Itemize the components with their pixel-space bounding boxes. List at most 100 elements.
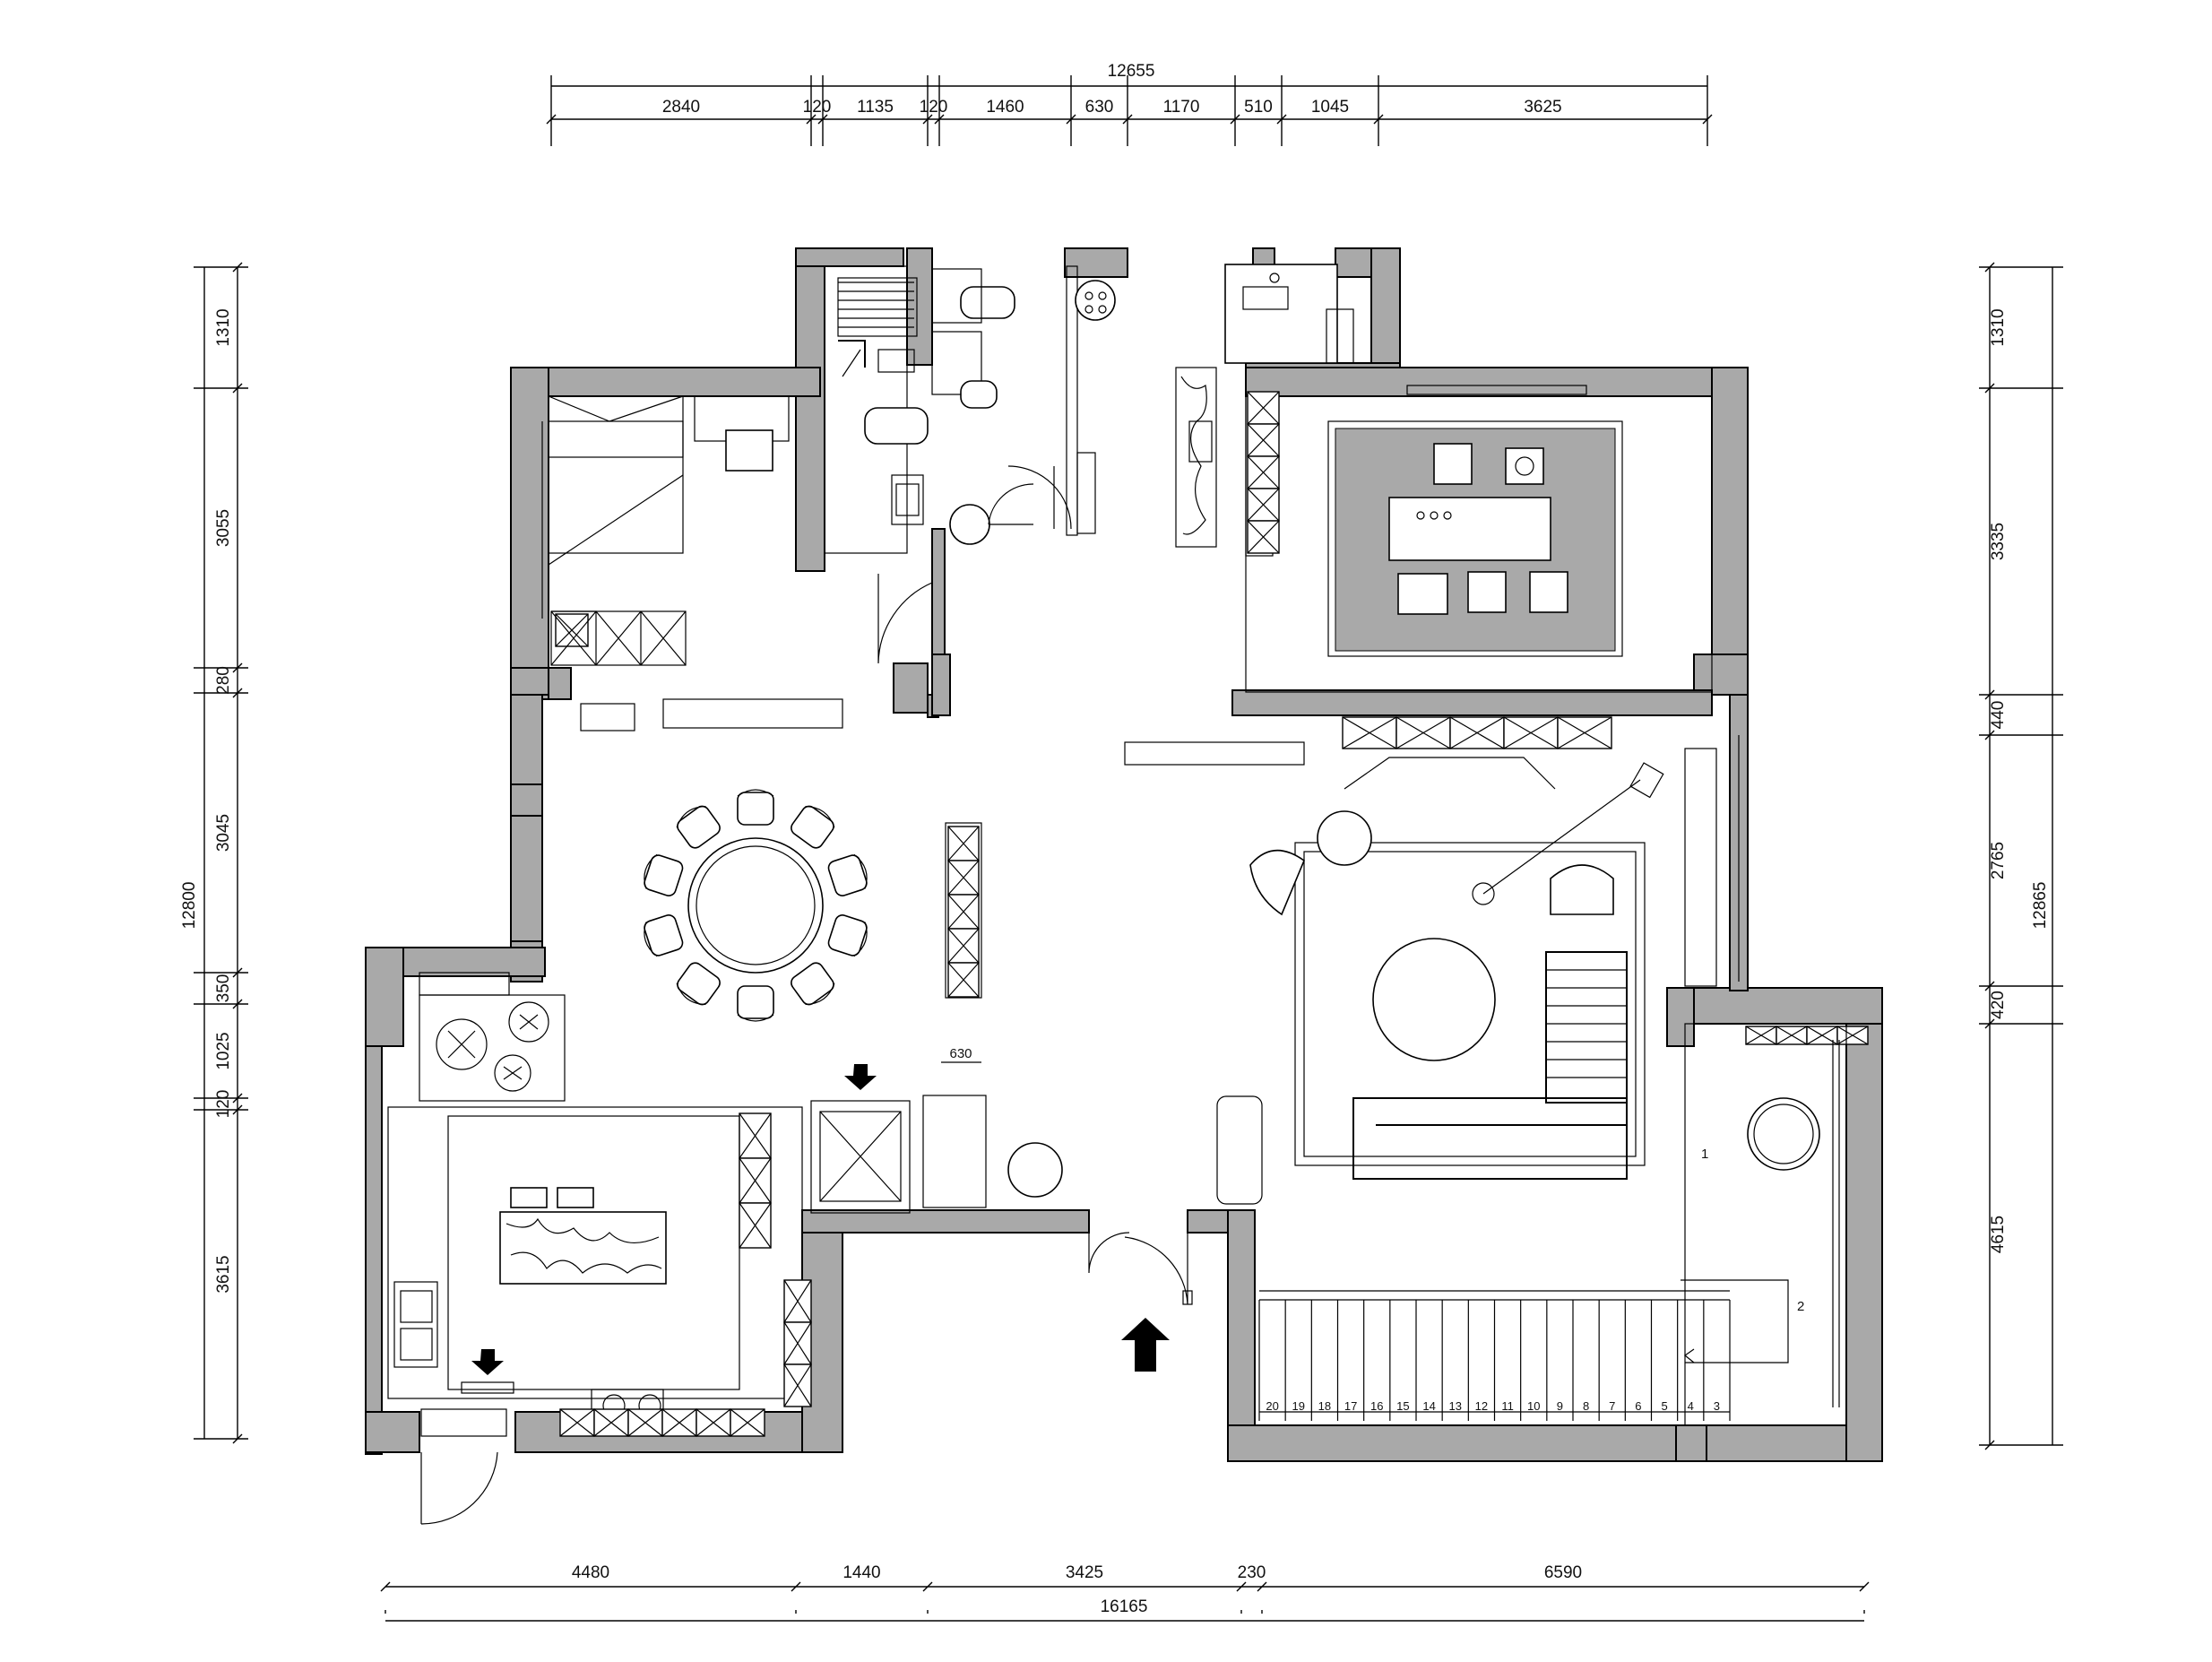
right-segment-label: 2765 (1989, 842, 2008, 879)
kitchen (387, 1026, 1869, 1525)
bottom-overall-dimension: 16165 (1101, 1597, 1148, 1616)
stair-label-1: 1 (1701, 1147, 1708, 1162)
stair-step-number: 12 (1475, 1399, 1488, 1413)
stair-step-number: 5 (1661, 1399, 1667, 1413)
chair-back (676, 982, 706, 1006)
chair-back (805, 805, 835, 828)
dimension-tick (1984, 1018, 1995, 1029)
dimension-tick (1373, 114, 1384, 125)
cabinet-cross (730, 1408, 765, 1437)
dimension-tick (232, 967, 243, 978)
right-overall-dimension: 12865 (2031, 882, 2050, 930)
dining-chair (827, 914, 868, 957)
stair-step-number: 9 (1557, 1399, 1563, 1413)
bottom-segment-label: 3425 (1066, 1563, 1103, 1582)
dimension-tick (232, 662, 243, 673)
dimension-tick (232, 999, 243, 1009)
left-segment-label: 350 (214, 974, 233, 1003)
left-segment-label: 280 (214, 666, 233, 695)
bedroom-left (541, 395, 933, 666)
dimension-tick (1066, 114, 1076, 125)
cabinet-cross (627, 1408, 663, 1437)
dimension-tick (232, 383, 243, 394)
chair-seat (644, 914, 684, 957)
stair-step-number: 18 (1318, 1399, 1331, 1413)
left-segment-label: 3045 (214, 814, 233, 852)
chair-back (676, 805, 706, 828)
dining-chair (791, 962, 835, 1006)
cabinet-cross (947, 928, 980, 964)
top-segment-label: 120 (920, 98, 948, 117)
stair-step-number: 14 (1422, 1399, 1435, 1413)
stair-step-number: 4 (1688, 1399, 1694, 1413)
cabinet-cross (739, 1112, 772, 1159)
dining-chair (827, 853, 868, 896)
dining-area (580, 698, 1305, 1022)
stair-step-number: 8 (1583, 1399, 1589, 1413)
stair-step-number: 3 (1714, 1399, 1720, 1413)
bottom-dimension-lines (380, 1581, 1870, 1622)
cabinet-cross (1745, 1026, 1777, 1045)
planter (419, 972, 566, 1102)
dimension-tick (922, 114, 933, 125)
cabinet-cross (1836, 1026, 1869, 1045)
left-segment-label: 1310 (214, 308, 233, 346)
right-segment-label: 440 (1989, 701, 2008, 730)
dimension-tick (1984, 981, 1995, 991)
bottom-segment-label: 1440 (842, 1563, 880, 1582)
cabinet-cross (783, 1321, 812, 1365)
left-segment-label: 120 (214, 1090, 233, 1119)
dining-chair (791, 805, 835, 849)
cabinet-cross (559, 1408, 595, 1437)
top-dimension-lines (546, 75, 1713, 146)
cabinet-cross (947, 894, 980, 930)
cabinet-cross (947, 962, 980, 998)
dimension-tick (1859, 1581, 1870, 1592)
dimension-tick (1230, 114, 1240, 125)
walls (365, 247, 1883, 1462)
chair-seat (737, 792, 774, 826)
dimension-tick (1702, 114, 1713, 125)
cabinet-cross (1776, 1026, 1808, 1045)
right-dimension-lines (1979, 262, 2063, 1450)
bottom-segment-label: 230 (1238, 1563, 1266, 1582)
chair-seat (677, 805, 721, 849)
dimension-tick (1984, 1440, 1995, 1450)
dimension-tick (232, 262, 243, 273)
left-segment-label: 3055 (214, 509, 233, 547)
dimension-tick (1984, 383, 1995, 394)
chair-back (853, 853, 868, 889)
dimension-tick (546, 114, 557, 125)
chair-seat (827, 854, 868, 896)
dimension-tick (791, 1581, 801, 1592)
cabinet-cross (1449, 716, 1505, 749)
stair-step-number: 19 (1292, 1399, 1305, 1413)
dimension-tick (232, 688, 243, 698)
cabinet-cross (696, 1408, 731, 1437)
cabinet-cross (739, 1157, 772, 1204)
cabinet-cross (1247, 488, 1280, 522)
dimension-tick (1276, 114, 1287, 125)
top-segment-label: 3625 (1524, 98, 1561, 117)
top-segment-label: 1135 (857, 98, 894, 117)
dimension-tick (380, 1581, 391, 1592)
dimension-tick (1984, 262, 1995, 273)
chair-back (805, 982, 835, 1006)
chair-seat (644, 854, 684, 896)
stair-label-2: 2 (1797, 1299, 1804, 1314)
dining-chair (644, 853, 684, 896)
stair-step-number: 6 (1635, 1399, 1641, 1413)
cabinet-cross (1247, 455, 1280, 489)
door-width-label: 630 (949, 1046, 972, 1061)
cabinet-cross (947, 826, 980, 861)
stair-step-number: 13 (1449, 1399, 1462, 1413)
top-segment-label: 120 (803, 98, 832, 117)
dimension-tick (1984, 689, 1995, 700)
stair-step-number: 20 (1266, 1399, 1278, 1413)
dining-chair (737, 789, 774, 826)
stair-step-number: 15 (1396, 1399, 1409, 1413)
chair-seat (737, 985, 774, 1019)
cabinet-cross (1247, 520, 1280, 554)
